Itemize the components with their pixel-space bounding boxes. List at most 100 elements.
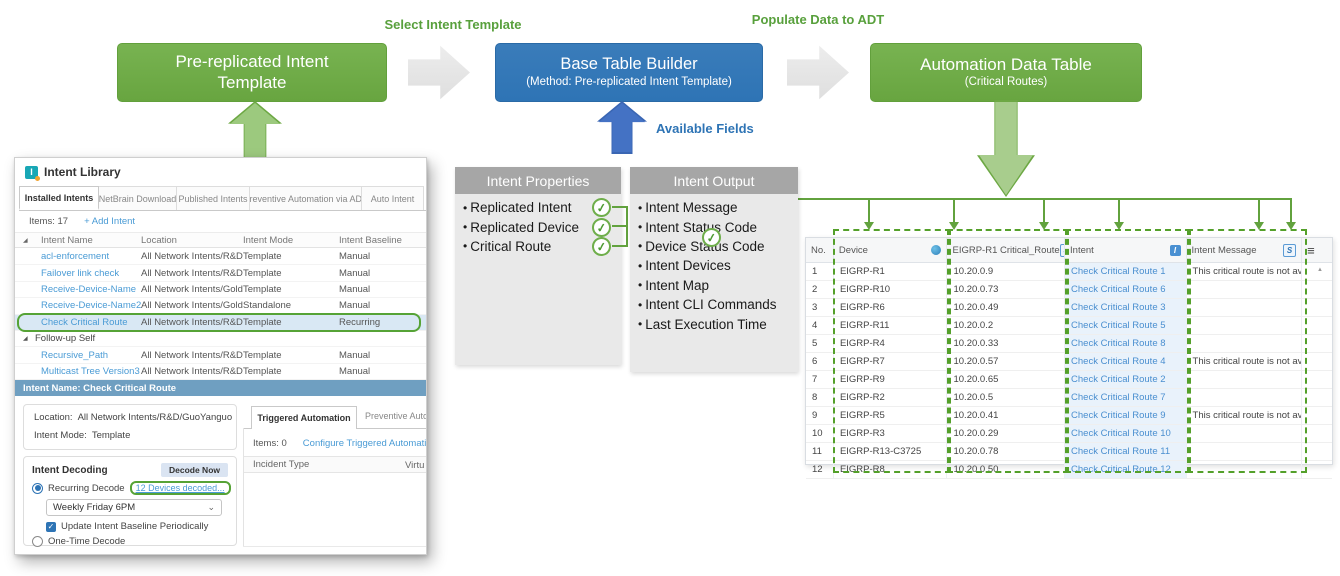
cell-device: EIGRP-R3 (834, 425, 948, 442)
intent-link[interactable]: Check Critical Route 11 (1071, 446, 1171, 457)
intent-properties-panel: Intent Properties •Replicated Intent✓•Re… (455, 167, 621, 365)
property-label: Replicated Device (470, 219, 580, 235)
intent-link[interactable]: Check Critical Route 12 (1071, 464, 1171, 475)
cell-message (1187, 281, 1303, 298)
scroll-up-icon[interactable]: ▲ (1317, 267, 1323, 273)
intent-name-link[interactable]: Failover link check (41, 267, 120, 279)
col-intent-name[interactable]: Intent Name (41, 234, 93, 246)
intent-link[interactable]: Check Critical Route 5 (1071, 320, 1166, 331)
col-intent-mode[interactable]: Intent Mode (243, 234, 294, 246)
recurring-decode-radio[interactable] (32, 482, 43, 494)
update-baseline-checkbox[interactable]: ✓ (46, 521, 56, 532)
col-intent-baseline[interactable]: Intent Baseline (339, 234, 402, 246)
intent-link[interactable]: Check Critical Route 3 (1071, 302, 1166, 313)
intent-link[interactable]: Check Critical Route 2 (1071, 374, 1166, 385)
cell-menu (1302, 371, 1332, 388)
check-icon: ✓ (590, 216, 613, 238)
tab-triggered-automation[interactable]: Triggered Automation (251, 406, 357, 429)
cell-intent: Check Critical Route 3 (1065, 299, 1187, 316)
row-intent-baseline: Manual (339, 300, 371, 312)
intent-link[interactable]: Check Critical Route 7 (1071, 392, 1166, 403)
col-no: No. (806, 238, 834, 262)
schedule-value: Weekly Friday 6PM (53, 502, 136, 513)
intent-link[interactable]: Check Critical Route 10 (1071, 428, 1171, 439)
intent-name-link[interactable]: Receive-Device-Name2 (41, 300, 141, 312)
intent-name-link[interactable]: acl-enforcement (41, 251, 110, 263)
cell-route: 10.20.0.5 (947, 389, 1066, 406)
row-location: All Network Intents/R&D/G... (141, 267, 243, 279)
cell-route: 10.20.0.65 (947, 371, 1066, 388)
cell-intent: Check Critical Route 5 (1065, 317, 1187, 334)
device-type-icon (931, 245, 942, 255)
one-time-decode-radio[interactable] (32, 536, 43, 547)
intent-name-link[interactable]: Multicast Tree Version3 (41, 365, 140, 377)
intent-name-link[interactable]: Check Critical Route (41, 316, 128, 328)
library-row[interactable]: Failover link check All Network Intents/R… (15, 265, 426, 282)
cell-menu (1302, 281, 1332, 298)
cell-intent: Check Critical Route 8 (1065, 335, 1187, 352)
intent-name-link[interactable]: Receive-Device-Name (41, 283, 137, 295)
group-expander-icon[interactable]: ◢ (23, 336, 28, 343)
cell-intent: Check Critical Route 9 (1065, 407, 1187, 424)
schedule-select[interactable]: Weekly Friday 6PM ⌄ (46, 499, 222, 516)
arrow-down-green-icon (977, 100, 1035, 197)
intent-link[interactable]: Check Critical Route 4 (1071, 356, 1166, 367)
col-location[interactable]: Location (141, 234, 177, 246)
col-incident-type: Incident Type (253, 459, 310, 470)
intent-link[interactable]: Check Critical Route 9 (1071, 410, 1166, 421)
incident-grid-header: Incident Type Virtu (244, 456, 426, 473)
arrow-up-blue-icon (597, 101, 647, 154)
bullet-icon: • (638, 278, 643, 293)
decode-now-button[interactable]: Decode Now (160, 463, 228, 477)
expand-all-icon[interactable]: ◢ (23, 237, 28, 244)
add-intent-link[interactable]: + Add Intent (84, 216, 136, 227)
intent-link[interactable]: Check Critical Route 1 (1071, 266, 1166, 277)
tab-preventive-automation[interactable]: Preventive Automation (365, 411, 426, 421)
intent-link[interactable]: Check Critical Route 8 (1071, 338, 1166, 349)
library-tab-2[interactable]: Published Intents (177, 186, 250, 210)
devices-decoded-link[interactable]: 12 Devices decoded... (129, 481, 231, 495)
row-intent-baseline: Manual (339, 251, 371, 263)
output-item: •Intent CLI Commands (636, 295, 794, 314)
configure-triggered-automation-link[interactable]: Configure Triggered Automation (302, 438, 427, 449)
bullet-icon: • (638, 220, 643, 235)
intent-output-panel: Intent Output •Intent Message✓•Intent St… (630, 167, 798, 372)
intent-name-link[interactable]: Recursive_Path (41, 349, 109, 361)
cell-message (1187, 389, 1303, 406)
library-tab-3[interactable]: Preventive Automation via ADT (250, 186, 362, 210)
table-menu-icon[interactable]: ≡ (1307, 242, 1315, 258)
cell-menu (1302, 299, 1332, 316)
output-label: Intent CLI Commands (645, 297, 777, 313)
library-group-row[interactable]: ◢Follow-up Self (15, 331, 426, 348)
output-label: Intent Message (645, 200, 738, 216)
intent-link[interactable]: Check Critical Route 6 (1071, 284, 1166, 295)
items-count: Items: 17 (29, 216, 69, 227)
cell-message: This critical route is not avaliable. (1187, 407, 1303, 424)
library-tab-1[interactable]: NetBrain Download (99, 186, 177, 210)
intent-decoding-title: Intent Decoding (32, 464, 108, 476)
table-menu-cell[interactable]: ≡ (1302, 238, 1332, 262)
library-tab-4[interactable]: Auto Intent (362, 186, 424, 210)
col-virtual: Virtu (405, 460, 425, 471)
library-grid-header: ◢ Intent Name Location Intent Mode Inten… (15, 232, 426, 248)
library-tab-0[interactable]: Installed Intents (19, 186, 99, 210)
